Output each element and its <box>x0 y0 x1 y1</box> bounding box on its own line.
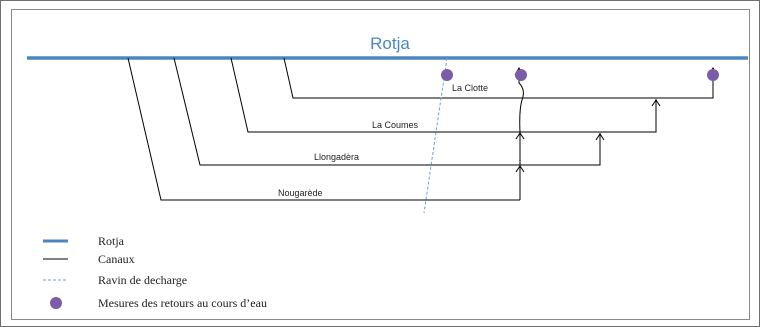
arrowheads <box>514 66 718 173</box>
legend: Rotja Canaux Ravin de decharge Mesures d… <box>43 234 267 310</box>
canal-nougarede <box>127 57 520 201</box>
canal-llongadera <box>173 57 520 166</box>
legend-label-mesures: Mesures des retours au cours d’eau <box>98 296 267 310</box>
river-title: Rotja <box>370 34 410 53</box>
canal-la-coumes-branch <box>520 99 657 133</box>
return-line <box>518 68 524 200</box>
canal-la-coumes <box>230 57 520 133</box>
label-llongadera: Llongadèra <box>314 152 359 162</box>
ravin-de-decharge <box>423 57 448 214</box>
legend-label-canaux: Canaux <box>98 252 135 266</box>
legend-label-rotja: Rotja <box>98 234 125 248</box>
measurement-point <box>441 69 453 81</box>
measurement-point <box>515 69 527 81</box>
label-nougarede: Nougarède <box>278 188 323 198</box>
measurement-point <box>707 69 719 81</box>
legend-label-ravin: Ravin de decharge <box>98 273 187 287</box>
legend-swatch-mesures <box>50 297 62 309</box>
canal-la-clotte <box>283 57 714 99</box>
label-la-clotte: La Clotte <box>452 83 488 93</box>
label-la-coumes: La Coumes <box>372 120 419 130</box>
canal-llongadera-branch <box>520 133 601 166</box>
